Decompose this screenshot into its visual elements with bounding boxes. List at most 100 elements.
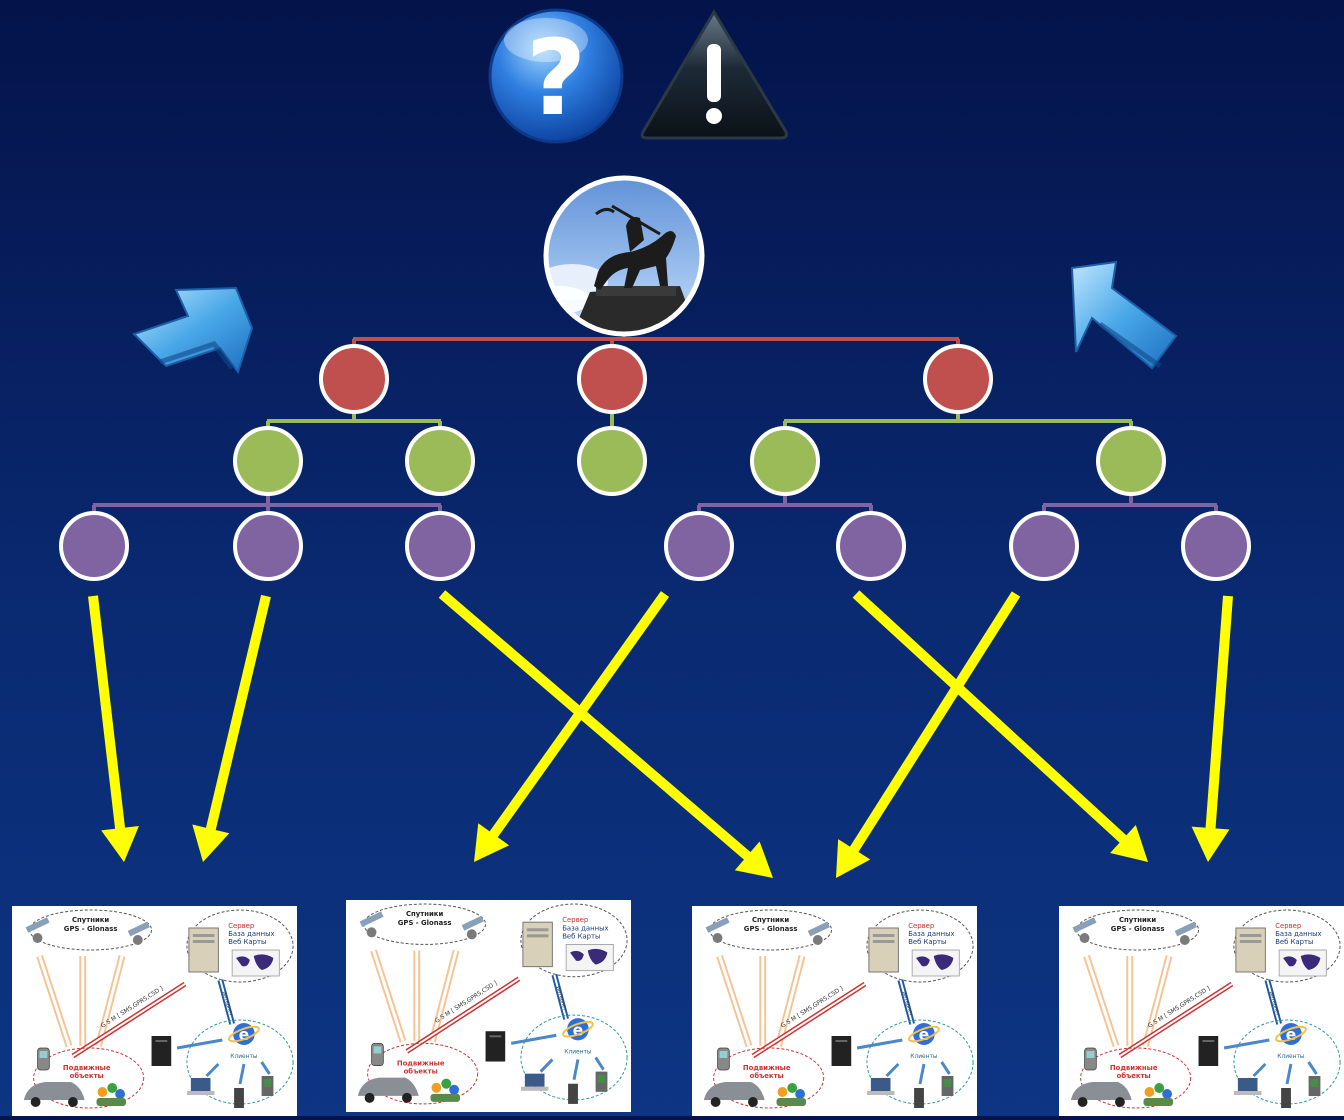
- server-label-2: База данных: [908, 930, 954, 938]
- pda-icon: [941, 1076, 954, 1096]
- world-map-icon: [231, 949, 280, 977]
- yellow-arrow-2-to-diagram-1: [192, 594, 271, 862]
- mobile-label-2: объекты: [70, 1072, 104, 1080]
- pda-icon: [261, 1076, 274, 1096]
- laptop-icon: [1233, 1078, 1262, 1095]
- server-label-1: Сервер: [562, 916, 589, 924]
- gsm-link-arrow: [71, 981, 187, 1059]
- system-diagram-3: Спутники GPS - Glonass Сервер База данны…: [692, 906, 977, 1116]
- desktop-pc-icon: [151, 1036, 172, 1066]
- mobile-label-1: Подвижные: [1110, 1064, 1158, 1072]
- satellites-label-1: Спутники: [752, 916, 789, 924]
- internet-link-arrow: [897, 979, 915, 1025]
- desktop-pc-icon: [831, 1036, 852, 1066]
- svg-text:e: e: [573, 1020, 584, 1039]
- gsm-link-arrow: [1118, 981, 1234, 1059]
- mobile-label-2: объекты: [1117, 1072, 1151, 1080]
- laptop-icon: [186, 1078, 215, 1095]
- level2-node-5: [1096, 426, 1166, 496]
- level1-node-1: [319, 344, 389, 414]
- yellow-arrow-5-to-diagram-4: [852, 590, 1148, 862]
- server-label-2: База данных: [228, 930, 274, 938]
- users-icon: [430, 1078, 460, 1102]
- blue-arrow-icon: [1070, 260, 1178, 370]
- satellite-icon: [1072, 917, 1097, 943]
- mobile-phone-icon: [717, 1047, 730, 1071]
- server-label-2: База данных: [562, 924, 608, 932]
- laptop-icon: [520, 1073, 549, 1091]
- users-icon: [96, 1083, 126, 1106]
- system-diagram-svg: Спутники GPS - Glonass Сервер База данны…: [703, 909, 974, 1109]
- level3-node-4: [664, 511, 734, 581]
- internet-link-arrow: [551, 973, 569, 1020]
- internet-explorer-icon: e: [562, 1018, 594, 1041]
- mobile-label-2: объекты: [750, 1072, 784, 1080]
- internet-explorer-icon: e: [228, 1023, 260, 1045]
- level3-node-1: [59, 511, 129, 581]
- system-diagram-svg: Спутники GPS - Glonass Сервер База данны…: [23, 909, 294, 1109]
- users-icon: [776, 1083, 806, 1106]
- world-map-icon: [1278, 949, 1327, 977]
- monument-photo: [543, 175, 705, 337]
- satellites-label-1: Спутники: [72, 916, 109, 924]
- car-icon: [703, 1082, 765, 1107]
- level3-node-5: [836, 511, 906, 581]
- phone-icon: [914, 1088, 924, 1108]
- level3-node-3: [405, 511, 475, 581]
- svg-text:?: ?: [526, 17, 586, 139]
- mobile-phone-icon: [37, 1047, 50, 1071]
- satellites-label-1: Спутники: [406, 910, 443, 918]
- desktop-pc-icon: [485, 1031, 506, 1062]
- mobile-label-1: Подвижные: [397, 1059, 445, 1067]
- system-diagram-svg: Спутники GPS - Glonass Сервер База данны…: [357, 903, 628, 1105]
- internet-explorer-icon: e: [1275, 1023, 1307, 1045]
- server-icon: [188, 927, 219, 973]
- car-icon: [357, 1077, 419, 1103]
- system-diagram-1: Спутники GPS - Glonass Сервер База данны…: [12, 906, 297, 1116]
- internet-link-label: Интернет: [220, 991, 233, 1017]
- server-icon: [522, 921, 553, 968]
- level2-node-1: [233, 426, 303, 496]
- mobile-phone-icon: [1084, 1047, 1097, 1071]
- gsm-link-arrow: [405, 976, 521, 1054]
- car-icon: [1070, 1082, 1132, 1107]
- server-label-2: База данных: [1275, 930, 1321, 938]
- satellite-icon: [705, 917, 730, 943]
- mobile-label-1: Подвижные: [63, 1064, 111, 1072]
- yellow-arrow-7-to-diagram-4: [1191, 595, 1233, 862]
- level3-node-7: [1181, 511, 1251, 581]
- satellite-icon: [461, 915, 484, 940]
- satellite-icon: [359, 911, 384, 938]
- world-map-icon: [565, 944, 614, 972]
- yellow-arrow-1-to-diagram-1: [88, 595, 139, 862]
- clients-label: Клиенты: [564, 1048, 592, 1055]
- blue-arrow-icon: [132, 286, 254, 375]
- clients-label: Клиенты: [910, 1053, 938, 1060]
- satellites-label-2: GPS - Glonass: [398, 919, 452, 927]
- level2-node-3: [577, 426, 647, 496]
- warning-triangle-icon: [640, 9, 788, 140]
- gsm-link-arrow: [751, 981, 867, 1059]
- tree-nodes: [59, 344, 1251, 581]
- server-icon: [1235, 927, 1266, 973]
- internet-link-arrow: [217, 979, 235, 1025]
- satellites-label-2: GPS - Glonass: [64, 925, 118, 933]
- phone-icon: [568, 1083, 578, 1104]
- system-diagram-2: Спутники GPS - Glonass Сервер База данны…: [346, 900, 631, 1112]
- satellite-icon: [127, 921, 150, 945]
- level3-node-6: [1009, 511, 1079, 581]
- question-mark-icon: ?: [488, 8, 624, 144]
- system-diagram-4: Спутники GPS - Glonass Сервер База данны…: [1059, 906, 1344, 1116]
- desktop-pc-icon: [1198, 1036, 1219, 1066]
- phone-icon: [234, 1088, 244, 1108]
- internet-explorer-icon: e: [908, 1023, 940, 1045]
- car-icon: [23, 1082, 85, 1107]
- yellow-arrow-6-to-diagram-3: [836, 591, 1021, 878]
- yellow-arrows: [88, 590, 1233, 878]
- server-label-3: Веб Карты: [908, 938, 946, 946]
- internet-link-label: Интернет: [900, 991, 913, 1017]
- satellites-label-2: GPS - Glonass: [744, 925, 798, 933]
- phone-icon: [1281, 1088, 1291, 1108]
